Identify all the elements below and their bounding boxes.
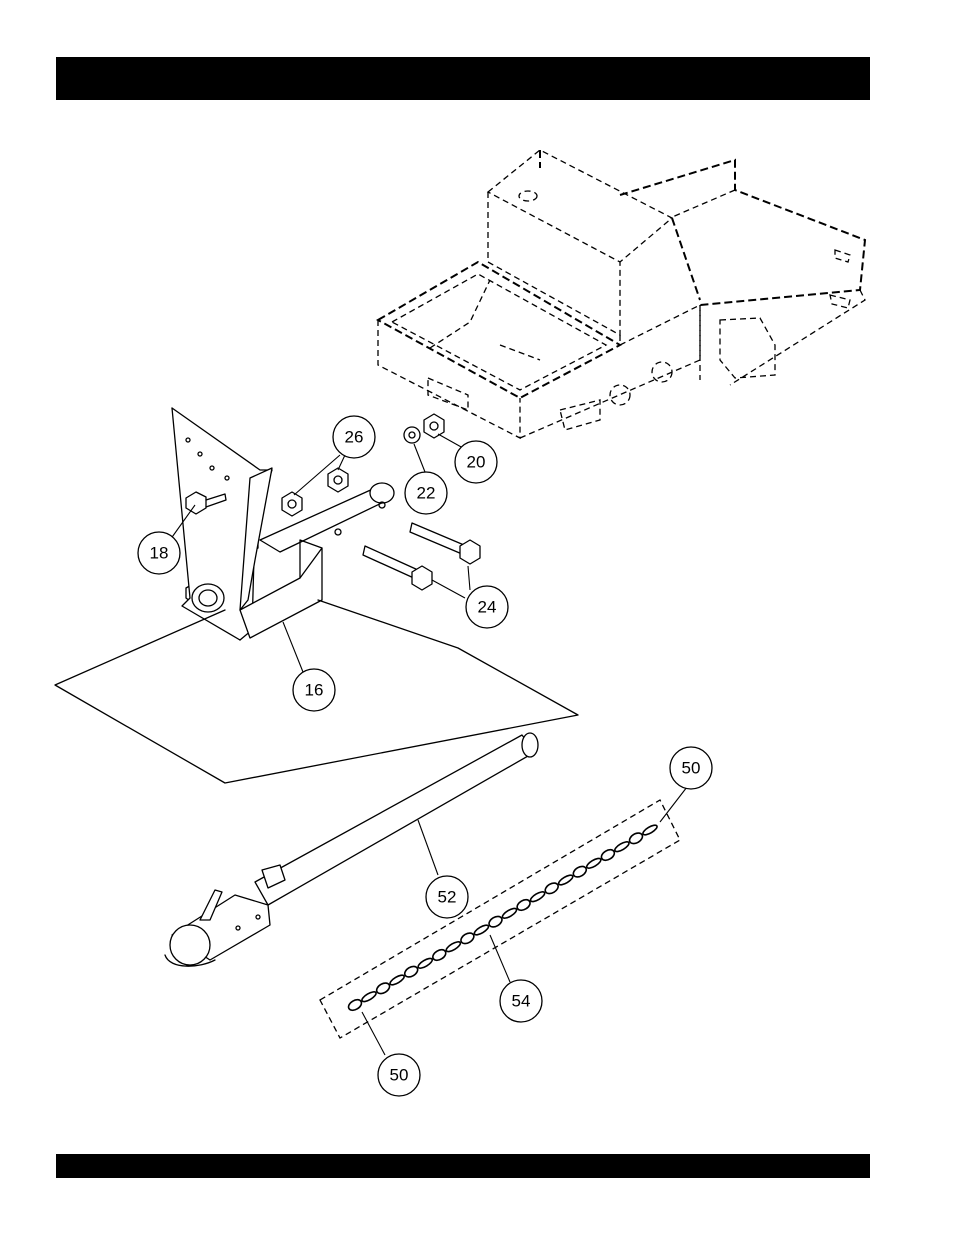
- chain-link: [543, 881, 560, 896]
- chain-link: [529, 890, 546, 903]
- callout-18: 18: [138, 532, 180, 574]
- callout-52: 52: [426, 876, 468, 918]
- svg-text:16: 16: [305, 681, 324, 700]
- chain-link: [361, 990, 378, 1003]
- washer-22: [404, 427, 420, 443]
- chain-link: [585, 857, 602, 870]
- svg-text:52: 52: [438, 888, 457, 907]
- chain-link: [515, 898, 532, 913]
- chain-link: [557, 873, 574, 886]
- svg-text:50: 50: [682, 759, 701, 778]
- chain-link: [642, 823, 659, 836]
- bolts-24: [363, 523, 480, 590]
- svg-text:20: 20: [467, 453, 486, 472]
- callout-54: 54: [500, 980, 542, 1022]
- svg-text:24: 24: [478, 598, 497, 617]
- chain-link: [628, 831, 645, 846]
- svg-text:22: 22: [417, 484, 436, 503]
- chain-link: [445, 940, 462, 953]
- chain-link: [431, 948, 448, 963]
- chain-link: [473, 923, 490, 936]
- svg-text:50: 50: [390, 1066, 409, 1085]
- chain-link: [403, 964, 420, 979]
- callout-50-top: 50: [670, 747, 712, 789]
- nut-20: [424, 414, 444, 438]
- callout-16: 16: [293, 669, 335, 711]
- chain-link: [459, 931, 476, 946]
- chain-link: [375, 981, 392, 996]
- svg-text:54: 54: [512, 992, 531, 1011]
- callout-50-bottom: 50: [378, 1054, 420, 1096]
- chain-link: [613, 840, 630, 853]
- callout-20: 20: [455, 441, 497, 483]
- svg-text:26: 26: [345, 428, 364, 447]
- trailer-frame-outline: [378, 150, 865, 438]
- chain-link: [600, 848, 617, 863]
- chain-link: [571, 864, 588, 879]
- chain-link: [347, 998, 364, 1013]
- chain-link: [417, 957, 434, 970]
- callout-26: 26: [333, 416, 375, 458]
- svg-text:18: 18: [150, 544, 169, 563]
- chain-link: [501, 907, 518, 920]
- chain-link: [487, 914, 504, 929]
- chain-link: [389, 973, 406, 986]
- callout-22: 22: [405, 472, 447, 514]
- callout-24: 24: [466, 586, 508, 628]
